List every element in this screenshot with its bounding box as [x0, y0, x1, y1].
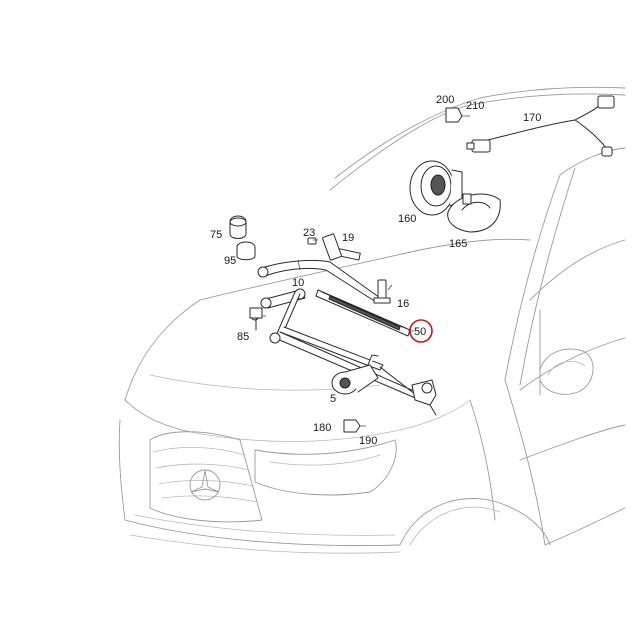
- callout-75: 75: [210, 229, 222, 241]
- callout-160: 160: [398, 213, 416, 225]
- callout-5: 5: [330, 393, 336, 405]
- strip-19: [322, 233, 342, 261]
- callout-16: 16: [397, 298, 409, 310]
- callout-10: 10: [292, 277, 304, 289]
- callout-190: 190: [359, 435, 377, 447]
- clip-23: [307, 237, 317, 245]
- rain-light-sensor: [409, 160, 463, 216]
- wiper-motor: [331, 354, 379, 395]
- bracket-16: [373, 279, 391, 304]
- clip-180-190: [343, 419, 366, 433]
- clip-200-210: [445, 107, 470, 123]
- callout-85: 85: [237, 331, 249, 343]
- wiper-linkage: [250, 288, 437, 416]
- leader-lines: [297, 239, 414, 332]
- bolt-85: [249, 307, 263, 331]
- wiring-harness: [466, 95, 615, 157]
- callout-95: 95: [224, 255, 236, 267]
- wiper-blade: [315, 289, 411, 337]
- callout-labels: 200 210 170 160 165 75 95 23 19 10 16 50…: [210, 94, 541, 447]
- highlight-ring-50: [409, 319, 433, 343]
- callout-200: 200: [436, 94, 454, 106]
- callout-180: 180: [313, 422, 331, 434]
- callout-170: 170: [523, 112, 541, 124]
- vehicle-outline: [118, 86, 626, 554]
- callout-210: 210: [466, 100, 484, 112]
- callout-23: 23: [303, 227, 315, 239]
- callout-19: 19: [342, 232, 354, 244]
- sensor-cover: [447, 193, 501, 233]
- nut-95: [236, 241, 256, 261]
- callout-50: 50: [414, 326, 426, 338]
- cap-75: [229, 215, 247, 239]
- callout-165: 165: [449, 238, 467, 250]
